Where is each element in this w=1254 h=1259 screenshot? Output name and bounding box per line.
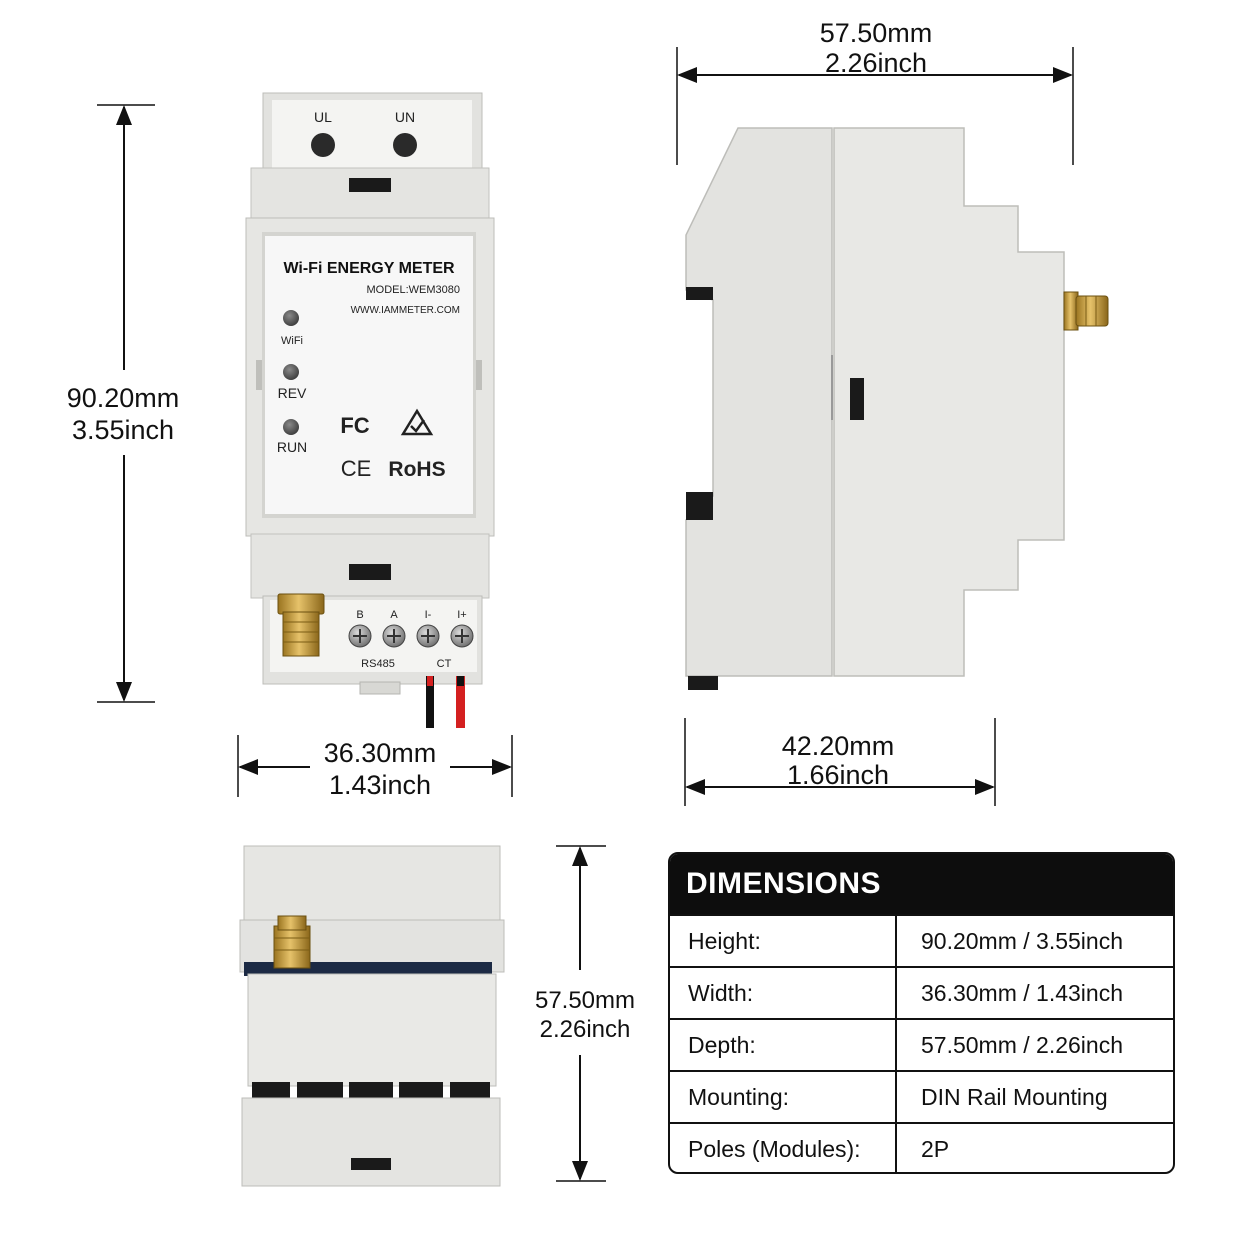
bottom-clip-slot bbox=[351, 1158, 391, 1170]
terminal-hole-un bbox=[393, 133, 417, 157]
side-depth-in: 1.66inch bbox=[787, 760, 889, 790]
front-width-dimension: 36.30mm 1.43inch bbox=[237, 735, 513, 800]
bottom-height-dimension: 57.50mm 2.26inch bbox=[535, 845, 635, 1182]
side-depth-mm: 42.20mm bbox=[782, 731, 895, 761]
table-row: Width: 36.30mm / 1.43inch bbox=[670, 966, 1173, 1018]
side-din-foot bbox=[688, 676, 718, 690]
side-width-mm: 57.50mm bbox=[820, 18, 933, 48]
bottom-height-in: 2.26inch bbox=[540, 1016, 631, 1043]
fc-mark: FC bbox=[340, 413, 369, 438]
led-label-rev: REV bbox=[278, 385, 307, 401]
side-width-dimension: 57.50mm 2.26inch bbox=[676, 18, 1074, 165]
led-wifi bbox=[283, 310, 299, 326]
table-row: Poles (Modules): 2P bbox=[670, 1122, 1173, 1172]
side-view bbox=[685, 127, 1109, 690]
device-website: WWW.IAMMETER.COM bbox=[351, 305, 460, 316]
table-key-mounting: Mounting: bbox=[670, 1072, 897, 1122]
side-center-slot bbox=[850, 378, 864, 420]
bottom-vent-slots bbox=[252, 1082, 490, 1098]
front-side-nub-right bbox=[476, 360, 482, 390]
front-side-nub-left bbox=[256, 360, 262, 390]
dimensions-table-title: DIMENSIONS bbox=[670, 854, 1173, 914]
bottom-main-face bbox=[247, 973, 497, 1087]
antenna-connector-bottom-icon bbox=[273, 915, 311, 969]
table-value-poles: 2P bbox=[921, 1135, 950, 1162]
side-depth-dimension: 42.20mm 1.66inch bbox=[684, 718, 996, 806]
terminal-label-a: A bbox=[390, 609, 398, 621]
bottom-base-section bbox=[241, 1097, 501, 1187]
led-label-wifi: WiFi bbox=[281, 335, 303, 347]
front-height-dimension: 90.20mm 3.55inch bbox=[67, 104, 180, 703]
terminal-label-i-plus: I+ bbox=[457, 609, 466, 621]
table-value-depth: 57.50mm / 2.26inch bbox=[921, 1031, 1124, 1058]
front-view: UL UN Wi-Fi ENERGY METER MODEL:WEM3080 W… bbox=[245, 92, 495, 728]
terminal-label-i-minus: I- bbox=[425, 609, 432, 621]
wire-red-tip bbox=[457, 676, 464, 686]
group-label-rs485: RS485 bbox=[361, 658, 395, 670]
table-value-width: 36.30mm / 1.43inch bbox=[921, 979, 1124, 1006]
side-upper-notch bbox=[686, 287, 713, 300]
terminal-label-b: B bbox=[356, 609, 363, 621]
table-row: Depth: 57.50mm / 2.26inch bbox=[670, 1018, 1173, 1070]
group-label-ct: CT bbox=[437, 658, 452, 670]
rcm-mark-icon bbox=[400, 408, 434, 436]
table-value-mounting: DIN Rail Mounting bbox=[921, 1083, 1108, 1110]
front-width-mm: 36.30mm bbox=[324, 738, 437, 768]
device-model: MODEL:WEM3080 bbox=[366, 284, 460, 296]
front-lower-clip-slot bbox=[349, 564, 391, 580]
table-row: Mounting: DIN Rail Mounting bbox=[670, 1070, 1173, 1122]
led-run bbox=[283, 419, 299, 435]
side-lower-notch bbox=[686, 492, 713, 520]
wire-black-tip bbox=[427, 676, 433, 686]
side-right-module bbox=[833, 127, 1065, 677]
terminal-screws bbox=[348, 624, 474, 648]
front-height-mm: 90.20mm bbox=[67, 383, 180, 413]
terminal-label-un: UN bbox=[395, 109, 415, 125]
front-upper-shoulder bbox=[250, 167, 490, 221]
table-value-height: 90.20mm / 3.55inch bbox=[921, 927, 1124, 954]
antenna-connector-front-icon bbox=[277, 593, 325, 657]
rohs-mark: RoHS bbox=[388, 458, 445, 481]
bottom-height-mm: 57.50mm bbox=[535, 987, 635, 1014]
front-height-in: 3.55inch bbox=[72, 415, 174, 445]
led-rev bbox=[283, 364, 299, 380]
front-upper-clip-slot bbox=[349, 178, 391, 192]
bottom-top-section bbox=[243, 845, 501, 923]
table-row: Height: 90.20mm / 3.55inch bbox=[670, 914, 1173, 966]
dimensions-table: DIMENSIONS Height: 90.20mm / 3.55inch Wi… bbox=[668, 852, 1175, 1174]
table-key-poles: Poles (Modules): bbox=[670, 1124, 897, 1172]
led-label-run: RUN bbox=[277, 439, 307, 455]
wire-red bbox=[456, 676, 465, 728]
table-key-width: Width: bbox=[670, 968, 897, 1018]
table-key-height: Height: bbox=[670, 916, 897, 966]
front-top-terminal-face bbox=[272, 100, 472, 168]
terminal-label-ul: UL bbox=[314, 109, 332, 125]
front-width-in: 1.43inch bbox=[329, 770, 431, 800]
table-key-depth: Depth: bbox=[670, 1020, 897, 1070]
terminal-hole-ul bbox=[311, 133, 335, 157]
device-title: Wi-Fi ENERGY METER bbox=[283, 260, 455, 277]
side-left-module bbox=[685, 127, 833, 677]
front-label-panel bbox=[265, 236, 473, 514]
side-width-in: 2.26inch bbox=[825, 48, 927, 78]
ce-mark: CE bbox=[341, 456, 372, 481]
front-din-clip bbox=[359, 681, 401, 695]
bottom-view bbox=[239, 845, 505, 1187]
wire-black bbox=[426, 676, 434, 728]
antenna-connector-side-icon bbox=[1063, 291, 1109, 331]
